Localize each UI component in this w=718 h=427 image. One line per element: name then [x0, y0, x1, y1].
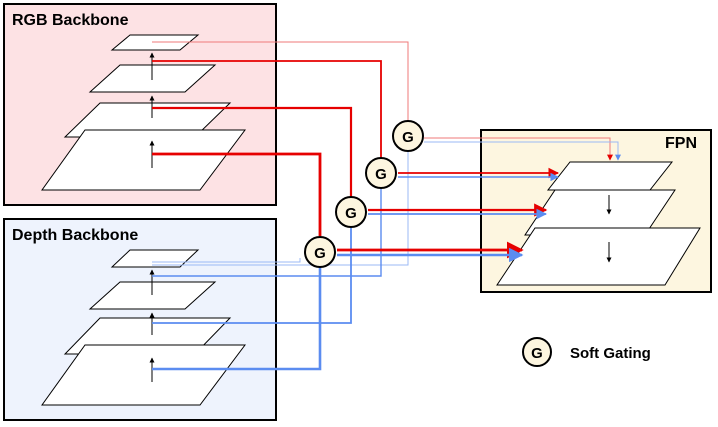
depth-route-1: [152, 266, 322, 371]
fpn-layer-3: [496, 227, 701, 286]
depth-layer-3: [88, 281, 217, 310]
rgb-backbone-title: RGB Backbone: [12, 12, 129, 29]
rgb-route-1: [152, 152, 322, 236]
gate-4-blue-out: [424, 141, 621, 161]
gate-2-circle: [335, 196, 367, 228]
depth-route-3: [152, 188, 382, 277]
legend: G Soft Gating: [522, 337, 651, 367]
depth-route-1a: [152, 258, 301, 263]
gate-1-circle: [304, 236, 336, 268]
gate-2-label: G: [345, 205, 357, 222]
gate-outputs: [337, 137, 621, 263]
gate-4-label: G: [402, 129, 414, 146]
depth-route-2: [152, 228, 352, 324]
legend-gate-icon: [522, 337, 552, 367]
gate-1-label: G: [314, 245, 326, 262]
depth-layer-1: [41, 344, 246, 406]
depth-layer-4: [110, 249, 200, 268]
depth-route-4: [152, 150, 409, 266]
depth-connections: [152, 150, 409, 371]
legend-gate-symbol: G: [531, 345, 543, 362]
rgb-backbone-panel: RGB Backbone: [3, 3, 277, 206]
fpn-layer-1: [546, 161, 674, 191]
gate-3-circle: [365, 157, 397, 189]
rgb-connections: [152, 41, 409, 236]
gate-3-label: G: [375, 166, 387, 183]
rgb-route-3: [152, 60, 382, 158]
legend-label: Soft Gating: [570, 345, 651, 362]
depth-backbone-title: Depth Backbone: [12, 227, 138, 244]
rgb-route-2: [152, 106, 353, 198]
rgb-route-4: [152, 41, 409, 130]
gate-2: G: [335, 196, 367, 228]
gate-1: G: [304, 236, 336, 268]
depth-backbone-panel: Depth Backbone: [3, 218, 277, 421]
rgb-layer-1: [41, 129, 246, 191]
gate-4-red-out: [424, 137, 613, 161]
fpn-title: FPN: [665, 135, 697, 152]
gate-3: G: [365, 157, 397, 189]
gate-4-circle: [392, 120, 424, 152]
gate-4: G: [392, 120, 424, 152]
